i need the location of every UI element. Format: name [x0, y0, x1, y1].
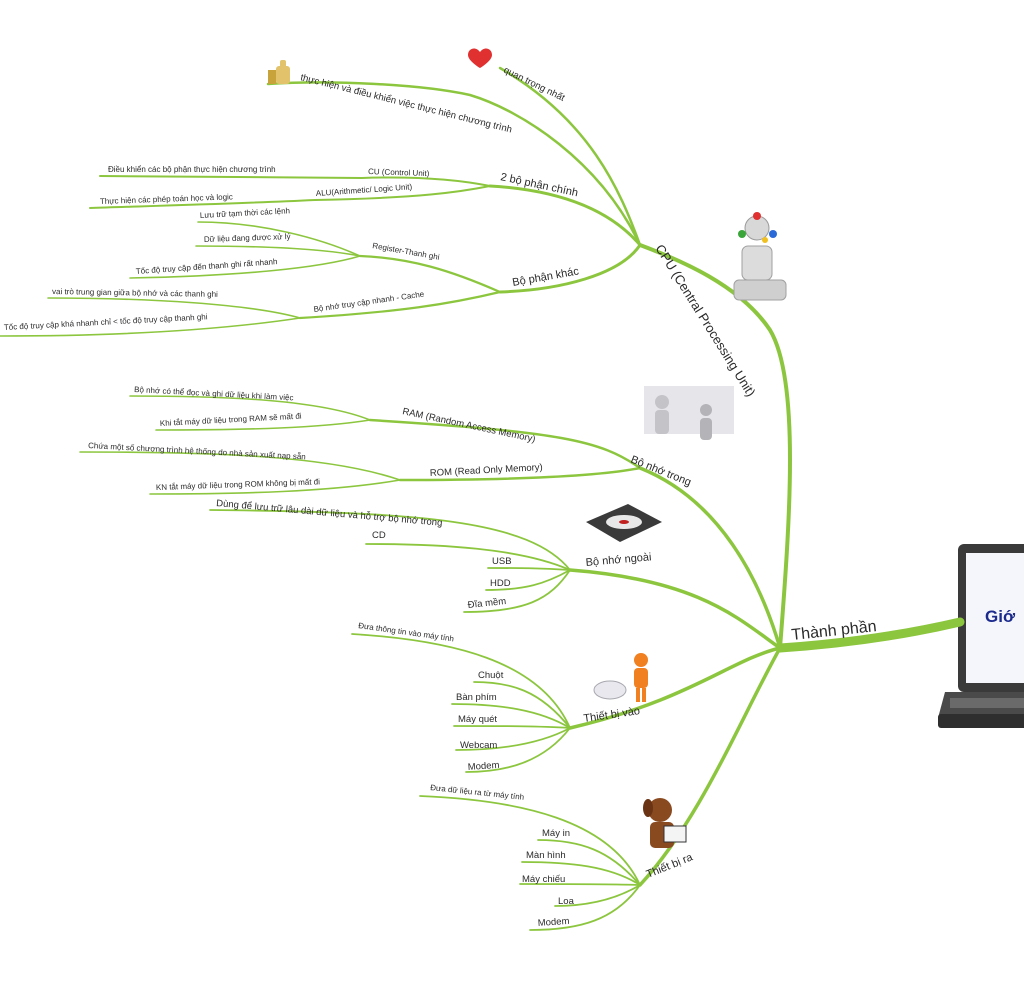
input-devices-label: Thiết bị vào [583, 705, 641, 725]
alu-branch [89, 185, 491, 209]
external-item-cd-branch [365, 543, 571, 571]
external-item-floppy-branch [463, 569, 571, 613]
cache-label: Bộ nhớ truy cập nhanh - Cache [313, 289, 425, 314]
output-desc-branch [419, 795, 641, 886]
ram-item-2: Khi tắt máy dữ liệu trong RAM sẽ mất đi [160, 412, 302, 428]
input-item-3-branch [453, 725, 571, 729]
rom-item-2-branch [149, 479, 401, 495]
external-item-cd: CD [372, 530, 386, 541]
external-memory-label: Bộ nhớ ngoài [585, 551, 652, 569]
cache-branch [298, 290, 502, 320]
cpu-branch [638, 243, 792, 650]
internal-memory-label: Bộ nhớ trong [629, 454, 693, 489]
register-item-2-branch [195, 245, 361, 257]
output-item-1: Máy in [542, 828, 570, 839]
register-item-2: Dữ liệu đang được xử lý [204, 232, 291, 244]
cu-label: CU (Control Unit) [368, 167, 430, 178]
cpu-main-branch [488, 184, 642, 247]
internal-memory-branch [638, 466, 782, 650]
cu-desc: Điều khiển các bộ phận thực hiện chương … [108, 165, 276, 174]
input-item-1-branch [473, 681, 571, 729]
output-item-1-branch [537, 839, 641, 886]
ram-item-2-branch [155, 419, 371, 431]
cpu-important-branch [498, 66, 642, 247]
input-item-5-branch [465, 727, 571, 773]
cpu-role-branch [266, 81, 642, 247]
input-item-5: Modem [467, 760, 499, 773]
robot-figure-icon [733, 212, 787, 301]
heart-icon [468, 48, 492, 68]
external-item-hdd-branch [485, 569, 571, 591]
rom-item-1: Chứa một số chương trình hệ thống do nhà… [88, 441, 306, 461]
input-item-2: Bàn phím [456, 692, 497, 703]
output-devices-desc: Đưa dữ liệu ra từ máy tính [430, 783, 525, 802]
ram-item-1-branch [129, 395, 371, 421]
register-item-1-branch [197, 221, 361, 257]
rom-item-1-branch [79, 451, 401, 481]
input-devices-branch [568, 646, 782, 730]
hard-disk-icon [586, 504, 662, 542]
register-item-3: Tốc độ truy cập đến thanh ghi rất nhanh [136, 257, 278, 276]
trunk-branch [775, 617, 965, 653]
dog-figure-icon [643, 798, 687, 848]
rom-label: ROM (Read Only Memory) [430, 462, 543, 479]
input-desc-branch [351, 633, 571, 729]
register-label: Register-Thanh ghi [372, 241, 441, 262]
external-memory-desc: Dùng để lưu trữ lâu dài dữ liệu và hỗ tr… [216, 498, 443, 529]
external-item-hdd: HDD [490, 578, 511, 589]
rom-item-2: KN tắt máy dữ liệu trong ROM không bị mấ… [156, 477, 321, 492]
cpu-main-parts-label: 2 bộ phận chính [499, 171, 579, 199]
cache-item-1: vai trò trung gian giữa bộ nhớ và các th… [52, 287, 218, 299]
cpu-role-label: thực hiện và điều khiển việc thực hiện c… [299, 72, 513, 135]
ram-label: RAM (Random Access Memory) [401, 406, 536, 445]
mouse-figure-icon [593, 653, 648, 702]
external-item-floppy: Đĩa mềm [467, 596, 507, 611]
input-item-4-branch [455, 727, 571, 751]
register-branch [358, 254, 502, 294]
output-item-4: Loa [558, 896, 575, 907]
output-devices-branch [638, 646, 782, 887]
thumbs-up-icon [268, 60, 290, 84]
output-devices-label: Thiết bị ra [645, 851, 696, 881]
output-item-3: Máy chiếu [522, 874, 565, 885]
output-item-3-branch [519, 883, 641, 886]
output-item-5-branch [529, 884, 641, 931]
figures-icon [644, 386, 734, 440]
cache-item-2-branch [0, 317, 301, 337]
ram-item-1: Bộ nhớ có thể đọc và ghi dữ liệu khi làm… [134, 385, 294, 402]
input-item-3: Máy quét [458, 714, 497, 725]
output-item-2: Màn hình [526, 850, 566, 861]
register-item-3-branch [129, 255, 361, 279]
external-desc-branch [209, 509, 571, 571]
register-item-1: Lưu trữ tạm thời các lệnh [200, 206, 291, 220]
laptop-icon [938, 544, 1024, 728]
ram-branch [368, 418, 642, 470]
rom-branch [398, 466, 642, 482]
external-memory-branch [568, 568, 782, 650]
external-item-usb: USB [492, 556, 512, 567]
input-item-2-branch [451, 703, 571, 729]
cache-item-1-branch [47, 297, 301, 319]
output-item-4-branch [554, 884, 641, 907]
cpu-important-label: quan trọng nhất [502, 65, 567, 104]
alu-label: ALU(Arithmetic/ Logic Unit) [316, 182, 413, 198]
cpu-other-branch [498, 243, 642, 294]
cache-item-2: Tốc độ truy cập khá nhanh chỉ < tốc độ t… [4, 312, 208, 332]
input-item-1: Chuột [478, 670, 504, 681]
output-item-2-branch [521, 861, 641, 886]
laptop-title: Giớ [985, 607, 1016, 626]
output-item-5: Modem [537, 916, 569, 929]
cu-branch [99, 175, 491, 187]
input-item-4: Webcam [460, 740, 497, 751]
external-item-usb-branch [487, 567, 571, 571]
cpu-other-parts-label: Bộ phận khác [511, 265, 580, 289]
